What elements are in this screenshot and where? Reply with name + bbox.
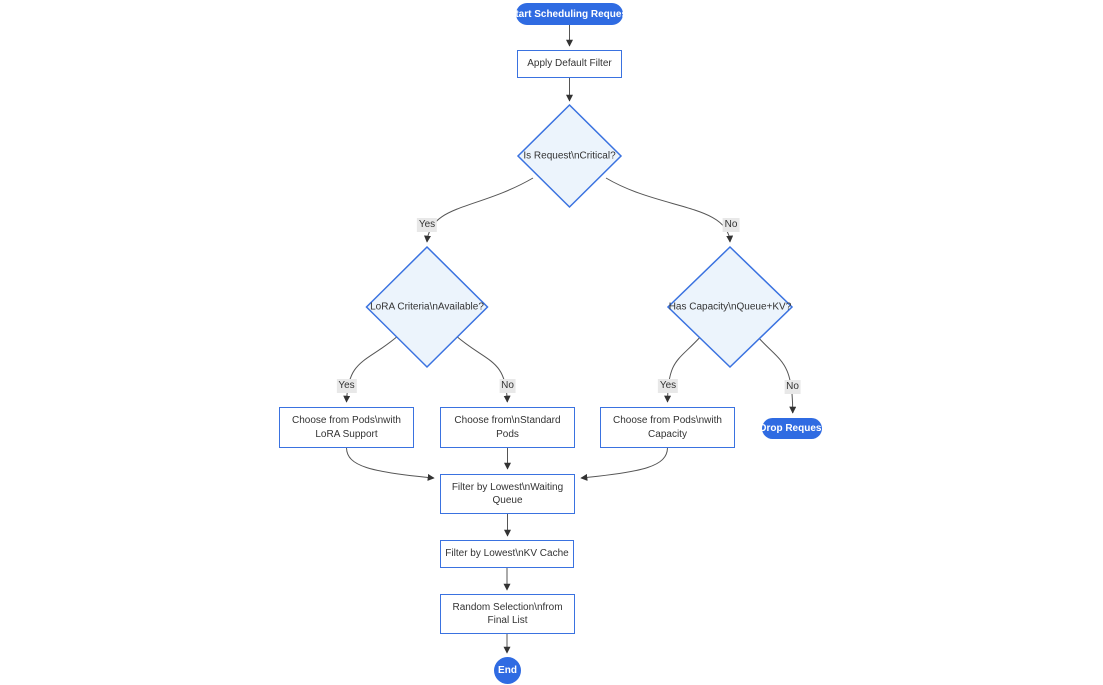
node-choose-capacity-pods-line1: Choose from Pods\nwith [613,415,722,426]
node-choose-standard-pods-line2: Pods [496,428,519,440]
decision-lora-shape [365,245,489,369]
decision-capacity-label: Has Capacity\nQueue+KV? [668,301,792,313]
decision-critical-shape [516,103,623,209]
node-apply-default-filter-label: Apply Default Filter [527,58,612,70]
decision-capacity-shape [666,245,794,369]
node-choose-capacity-pods-line2: Capacity [648,428,687,440]
edge-label-lora-yes: Yes [336,379,357,393]
node-filter-kv-cache-label: Filter by Lowest\nKV Cache [445,548,569,560]
node-choose-standard-pods-line1: Choose from\nStandard [454,415,561,426]
edge-critical-no-to-capacity [605,177,734,243]
node-choose-standard-pods: Choose from\nStandard Pods [440,407,575,448]
node-random-selection: Random Selection\nfrom Final List [440,594,575,634]
node-choose-lora-pods-line2: LoRA Support [315,428,378,440]
node-drop-request: Drop Request [759,418,825,439]
node-filter-kv-cache: Filter by Lowest\nKV Cache [440,540,574,568]
edge-capacity-no-to-drop [756,335,797,414]
node-filter-waiting-queue: Filter by Lowest\nWaiting Queue [440,474,575,514]
node-random-selection-line2: Final List [487,615,528,626]
node-random-selection-line1: Random Selection\nfrom [452,601,563,613]
edge-label-capacity-no: No [784,380,801,394]
node-filter-waiting-queue-line1: Filter by Lowest\nWaiting [451,481,564,493]
edge-critical-yes-to-lora [424,177,534,243]
edge-choose-lora-to-filter-waiting [346,447,435,481]
node-choose-capacity-pods: Choose from Pods\nwith Capacity [600,407,735,448]
node-apply-default-filter: Apply Default Filter [517,50,622,78]
node-filter-waiting-queue-line2: Queue [492,495,523,506]
decision-lora-label: LoRA Criteria\nAvailable? [370,301,484,313]
node-start: Start Scheduling Request [509,3,630,25]
edge-label-lora-no: No [499,379,516,393]
decision-critical-label: Is Request\nCritical? [523,150,616,162]
node-choose-lora-pods: Choose from Pods\nwith LoRA Support [279,407,414,448]
edge-label-capacity-yes: Yes [657,379,679,393]
node-end: End [494,657,521,684]
edge-choose-capacity-to-filter-waiting [580,447,668,481]
edge-label-critical-yes: Yes [416,218,438,232]
node-choose-lora-pods-line1: Choose from Pods\nwith [292,415,401,426]
edge-label-critical-no: No [722,218,740,232]
